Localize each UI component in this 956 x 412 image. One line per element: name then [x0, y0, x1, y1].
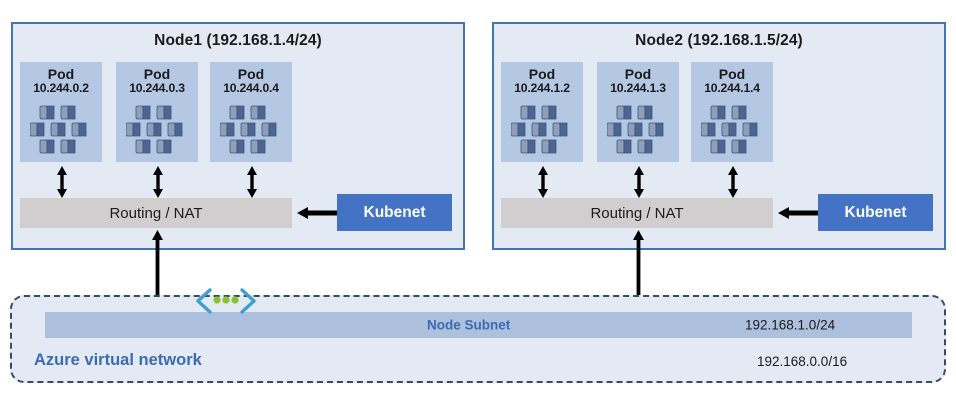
- peering-chevron-icon: [192, 286, 260, 321]
- node-subnet-cidr: 192.168.1.0/24: [745, 317, 836, 333]
- pod-cluster-icon: [510, 104, 573, 161]
- pod-ip-2-3: 10.244.1.4: [704, 81, 760, 96]
- pod-box-2-2: Pod 10.244.1.3: [597, 62, 679, 162]
- pod-routing-arrow-2-2: [632, 164, 646, 205]
- pod-routing-arrow-1-3: [245, 164, 259, 205]
- node-box-2: Node2 (192.168.1.5/24) Pod 10.244.1.2: [492, 22, 946, 250]
- pod-box-1-3: Pod 10.244.0.4: [210, 62, 292, 162]
- routing-nat-box-2: Routing / NAT: [501, 198, 773, 228]
- pod-name-2-1: Pod: [528, 66, 556, 82]
- pod-cluster-icon: [606, 104, 669, 161]
- pod-cluster-icon: [219, 104, 282, 161]
- pod-name-2-3: Pod: [718, 66, 746, 82]
- pod-ip-1-3: 10.244.0.4: [223, 81, 279, 96]
- routing-nat-box-1: Routing / NAT: [20, 198, 292, 228]
- pod-ip-2-1: 10.244.1.2: [514, 81, 570, 96]
- node-subnet-label: Node Subnet: [427, 317, 511, 333]
- pod-label-2-3: Pod 10.244.1.4: [691, 66, 773, 96]
- azure-vnet-label: Azure virtual network: [34, 351, 202, 369]
- pod-label-2-1: Pod 10.244.1.2: [501, 66, 583, 96]
- pod-cluster-icon: [29, 104, 92, 161]
- pod-routing-arrow-2-1: [536, 164, 550, 205]
- routing-nat-label-1: Routing / NAT: [109, 204, 203, 222]
- pod-label-2-2: Pod 10.244.1.3: [597, 66, 679, 96]
- pod-ip-2-2: 10.244.1.3: [610, 81, 666, 96]
- node-subnet-bar: Node Subnet 192.168.1.0/24: [45, 312, 912, 338]
- pod-routing-arrow-1-2: [151, 164, 165, 205]
- pod-ip-1-2: 10.244.0.3: [129, 81, 185, 96]
- kubenet-label-1: Kubenet: [363, 203, 426, 221]
- pod-box-1-1: Pod 10.244.0.2: [20, 62, 102, 162]
- pod-ip-1-1: 10.244.0.2: [33, 81, 89, 96]
- pod-cluster-icon: [700, 104, 763, 161]
- azure-vnet-cidr: 192.168.0.0/16: [757, 354, 848, 369]
- pod-label-1-1: Pod 10.244.0.2: [20, 66, 102, 96]
- pod-name-1-1: Pod: [47, 66, 75, 82]
- node-title-1: Node1 (192.168.1.4/24): [154, 32, 322, 49]
- kubenet-box-1: Kubenet: [337, 194, 452, 231]
- node-box-1: Node1 (192.168.1.4/24) Pod 10.244.0.2: [11, 22, 465, 250]
- kubenet-label-2: Kubenet: [844, 203, 907, 221]
- pod-cluster-icon: [125, 104, 188, 161]
- pod-routing-arrow-2-3: [726, 164, 740, 205]
- azure-vnet-box: Node Subnet 192.168.1.0/24 Azure virtual…: [10, 295, 946, 383]
- node1-subnet-arrow: [150, 228, 165, 339]
- node2-subnet-arrow: [631, 228, 646, 339]
- pod-label-1-2: Pod 10.244.0.3: [116, 66, 198, 96]
- pod-name-1-3: Pod: [237, 66, 265, 82]
- pod-box-2-1: Pod 10.244.1.2: [501, 62, 583, 162]
- pod-name-2-2: Pod: [624, 66, 652, 82]
- pod-box-1-2: Pod 10.244.0.3: [116, 62, 198, 162]
- pod-label-1-3: Pod 10.244.0.4: [210, 66, 292, 96]
- routing-nat-label-2: Routing / NAT: [590, 204, 684, 222]
- node-title-2: Node2 (192.168.1.5/24): [635, 32, 803, 49]
- kubenet-box-2: Kubenet: [818, 194, 933, 231]
- kubenet-routing-arrow-1: [295, 205, 339, 226]
- pod-routing-arrow-1-1: [55, 164, 69, 205]
- pod-name-1-2: Pod: [143, 66, 171, 82]
- pod-box-2-3: Pod 10.244.1.4: [691, 62, 773, 162]
- kubenet-routing-arrow-2: [776, 205, 820, 226]
